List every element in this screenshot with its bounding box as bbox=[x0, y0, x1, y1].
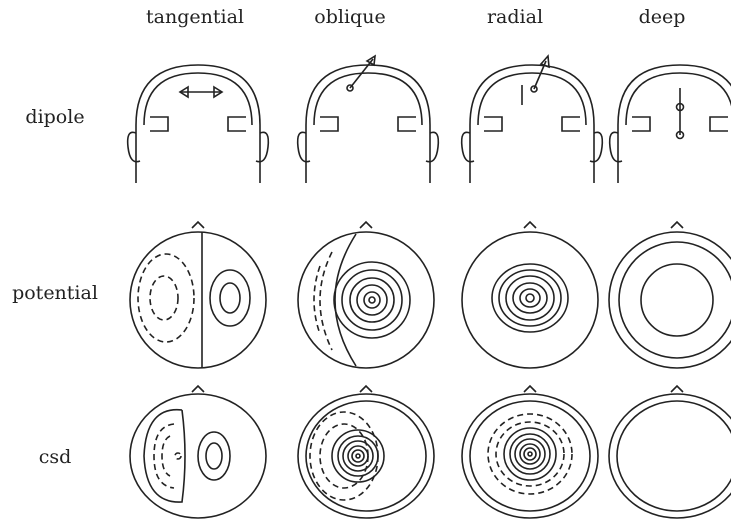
potential-map-tangential bbox=[126, 222, 270, 366]
dipole-head-tangential bbox=[128, 55, 268, 185]
dipole-head-oblique bbox=[298, 55, 438, 185]
potential-map-radial bbox=[458, 222, 602, 366]
csd-map-oblique bbox=[294, 386, 438, 520]
column-label-radial: radial bbox=[445, 6, 585, 28]
dipole-arrow bbox=[677, 88, 684, 139]
csd-map-radial bbox=[458, 386, 602, 520]
potential-map-oblique bbox=[294, 222, 438, 366]
dipole-head-radial bbox=[462, 55, 602, 185]
column-label-oblique: oblique bbox=[280, 6, 420, 28]
row-label-csd: csd bbox=[10, 446, 100, 468]
csd-map-deep bbox=[605, 386, 731, 520]
dipole-arrow bbox=[180, 87, 222, 97]
row-label-dipole: dipole bbox=[10, 106, 100, 128]
row-label-potential: potential bbox=[10, 282, 100, 304]
dipole-head-deep bbox=[610, 55, 731, 185]
column-label-tangential: tangential bbox=[125, 6, 265, 28]
csd-map-tangential bbox=[126, 386, 270, 520]
column-label-deep: deep bbox=[592, 6, 731, 28]
potential-map-deep bbox=[605, 222, 731, 366]
